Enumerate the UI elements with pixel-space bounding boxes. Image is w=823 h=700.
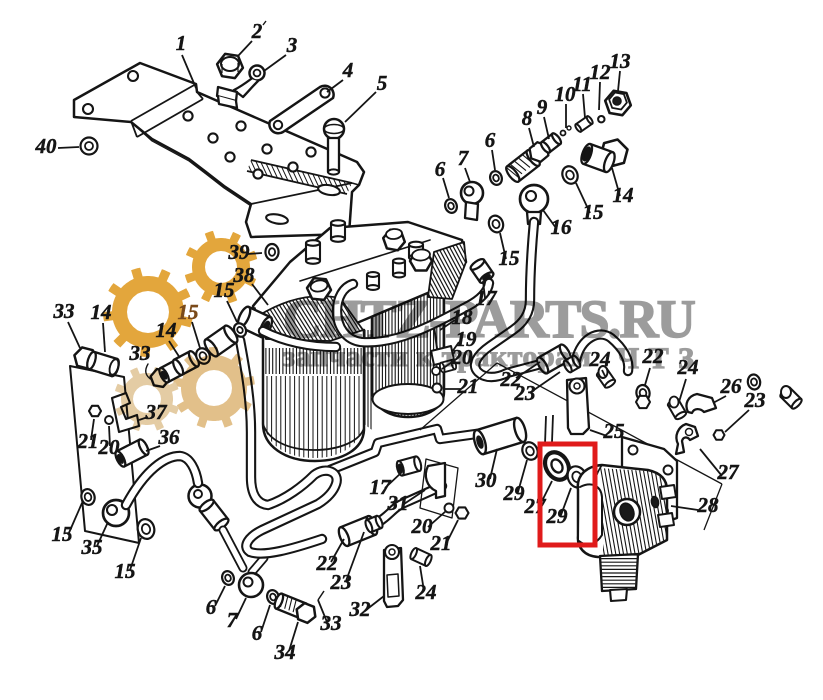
svg-text:6: 6 [206, 595, 217, 619]
svg-text:17: 17 [370, 475, 393, 499]
svg-text:33: 33 [53, 299, 75, 323]
svg-text:14: 14 [613, 183, 634, 207]
svg-text:7: 7 [458, 146, 470, 170]
svg-text:16: 16 [551, 215, 573, 239]
svg-text:19: 19 [456, 327, 478, 351]
svg-text:23: 23 [514, 381, 536, 405]
svg-text:39: 39 [228, 240, 251, 264]
svg-text:32: 32 [349, 597, 372, 621]
svg-text:23: 23 [330, 570, 352, 594]
svg-text:8: 8 [522, 106, 533, 130]
svg-text:33: 33 [320, 611, 342, 635]
svg-text:37: 37 [145, 400, 169, 424]
svg-text:6: 6 [485, 128, 496, 152]
svg-text:запчасти к тракторам: запчасти к тракторам [283, 340, 591, 373]
svg-text:15: 15 [115, 559, 136, 583]
svg-text:35: 35 [81, 535, 103, 559]
svg-text:ЧТЗ: ЧТЗ [617, 342, 698, 375]
svg-text:21: 21 [457, 374, 479, 398]
svg-text:18: 18 [452, 305, 474, 329]
svg-text:22: 22 [500, 367, 523, 391]
svg-text:21: 21 [77, 429, 99, 453]
svg-text:13: 13 [610, 49, 631, 73]
svg-text:CHTZ-PARTS.RU: CHTZ-PARTS.RU [283, 289, 696, 349]
svg-text:29: 29 [503, 481, 526, 505]
svg-text:25: 25 [603, 419, 625, 443]
svg-text:24: 24 [415, 580, 437, 604]
svg-text:7: 7 [227, 608, 239, 632]
svg-text:36: 36 [158, 425, 181, 449]
svg-text:6: 6 [435, 157, 446, 181]
svg-text:10: 10 [555, 82, 577, 106]
svg-text:20: 20 [411, 514, 434, 538]
svg-text:15: 15 [178, 300, 199, 324]
svg-text:33: 33 [129, 341, 151, 365]
svg-text:27: 27 [524, 494, 548, 518]
svg-text:2: 2 [251, 19, 263, 43]
svg-text:30: 30 [475, 468, 498, 492]
svg-text:26: 26 [720, 374, 743, 398]
svg-text:14: 14 [156, 318, 177, 342]
svg-text:22: 22 [642, 344, 665, 368]
svg-text:40: 40 [35, 134, 58, 158]
svg-text:27: 27 [717, 460, 741, 484]
svg-text:3: 3 [286, 33, 298, 57]
svg-text:6: 6 [252, 621, 263, 645]
svg-text:23: 23 [744, 388, 766, 412]
svg-text:12: 12 [590, 60, 612, 84]
svg-text:24: 24 [677, 355, 699, 379]
svg-text:31: 31 [387, 491, 409, 515]
svg-text:15: 15 [214, 278, 235, 302]
svg-text:24: 24 [589, 347, 611, 371]
svg-text:22: 22 [316, 551, 339, 575]
svg-text:28: 28 [697, 493, 720, 517]
svg-text:14: 14 [91, 300, 112, 324]
svg-text:21: 21 [430, 531, 452, 555]
svg-text:20: 20 [451, 345, 474, 369]
svg-text:15: 15 [499, 246, 520, 270]
svg-text:17: 17 [476, 286, 499, 310]
svg-text:1: 1 [176, 31, 187, 55]
svg-text:11: 11 [572, 72, 592, 96]
svg-text:4: 4 [342, 58, 354, 82]
svg-text:5: 5 [377, 71, 388, 95]
svg-text:38: 38 [233, 263, 256, 287]
svg-text:20: 20 [98, 435, 121, 459]
svg-text:15: 15 [52, 522, 73, 546]
svg-text:9: 9 [537, 95, 548, 119]
